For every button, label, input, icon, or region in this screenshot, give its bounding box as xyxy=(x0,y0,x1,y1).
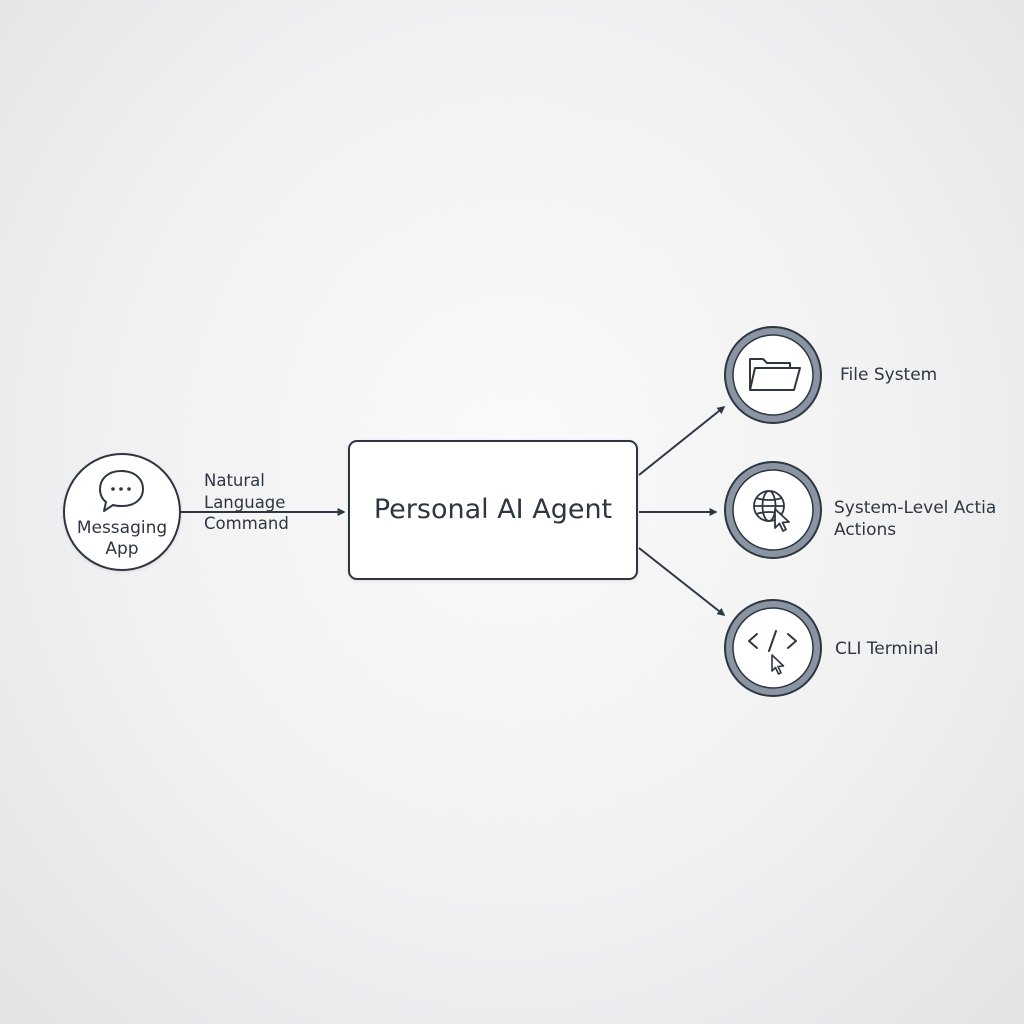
cli-terminal-label: CLI Terminal xyxy=(835,638,939,660)
messaging-app-label: Messaging App xyxy=(64,518,180,560)
system-actions-label: System-Level Actia Actions xyxy=(834,497,996,541)
system-actions-label-line1: System-Level Actia xyxy=(834,498,997,518)
file-system-label: File System xyxy=(840,364,937,386)
cli-terminal-label-line1: CLI Terminal xyxy=(835,639,939,659)
command-edge-label-line2: Language xyxy=(204,492,286,512)
speech-bubble-icon xyxy=(99,470,144,512)
command-edge-label: Natural Language Command xyxy=(204,470,289,535)
messaging-app-label-line2: App xyxy=(105,539,139,559)
file-system-node xyxy=(724,326,822,424)
system-actions-label-line2: Actions xyxy=(834,520,897,540)
agent-box xyxy=(348,440,638,580)
file-system-arrow xyxy=(638,406,726,476)
command-edge-label-line1: Natural xyxy=(204,471,265,490)
cli-terminal-node xyxy=(724,599,822,697)
messaging-app-node xyxy=(63,453,181,571)
globe-cursor-icon xyxy=(753,490,790,532)
messaging-app-label-line1: Messaging xyxy=(76,518,168,538)
agent-title: Personal AI Agent xyxy=(373,494,613,525)
command-edge-label-line3: Command xyxy=(204,514,289,533)
cli-terminal-arrow xyxy=(638,547,726,616)
folder-icon xyxy=(749,358,801,391)
code-cursor-icon xyxy=(748,630,797,675)
file-system-label-line1: File System xyxy=(840,365,938,385)
system-actions-node xyxy=(724,461,822,559)
